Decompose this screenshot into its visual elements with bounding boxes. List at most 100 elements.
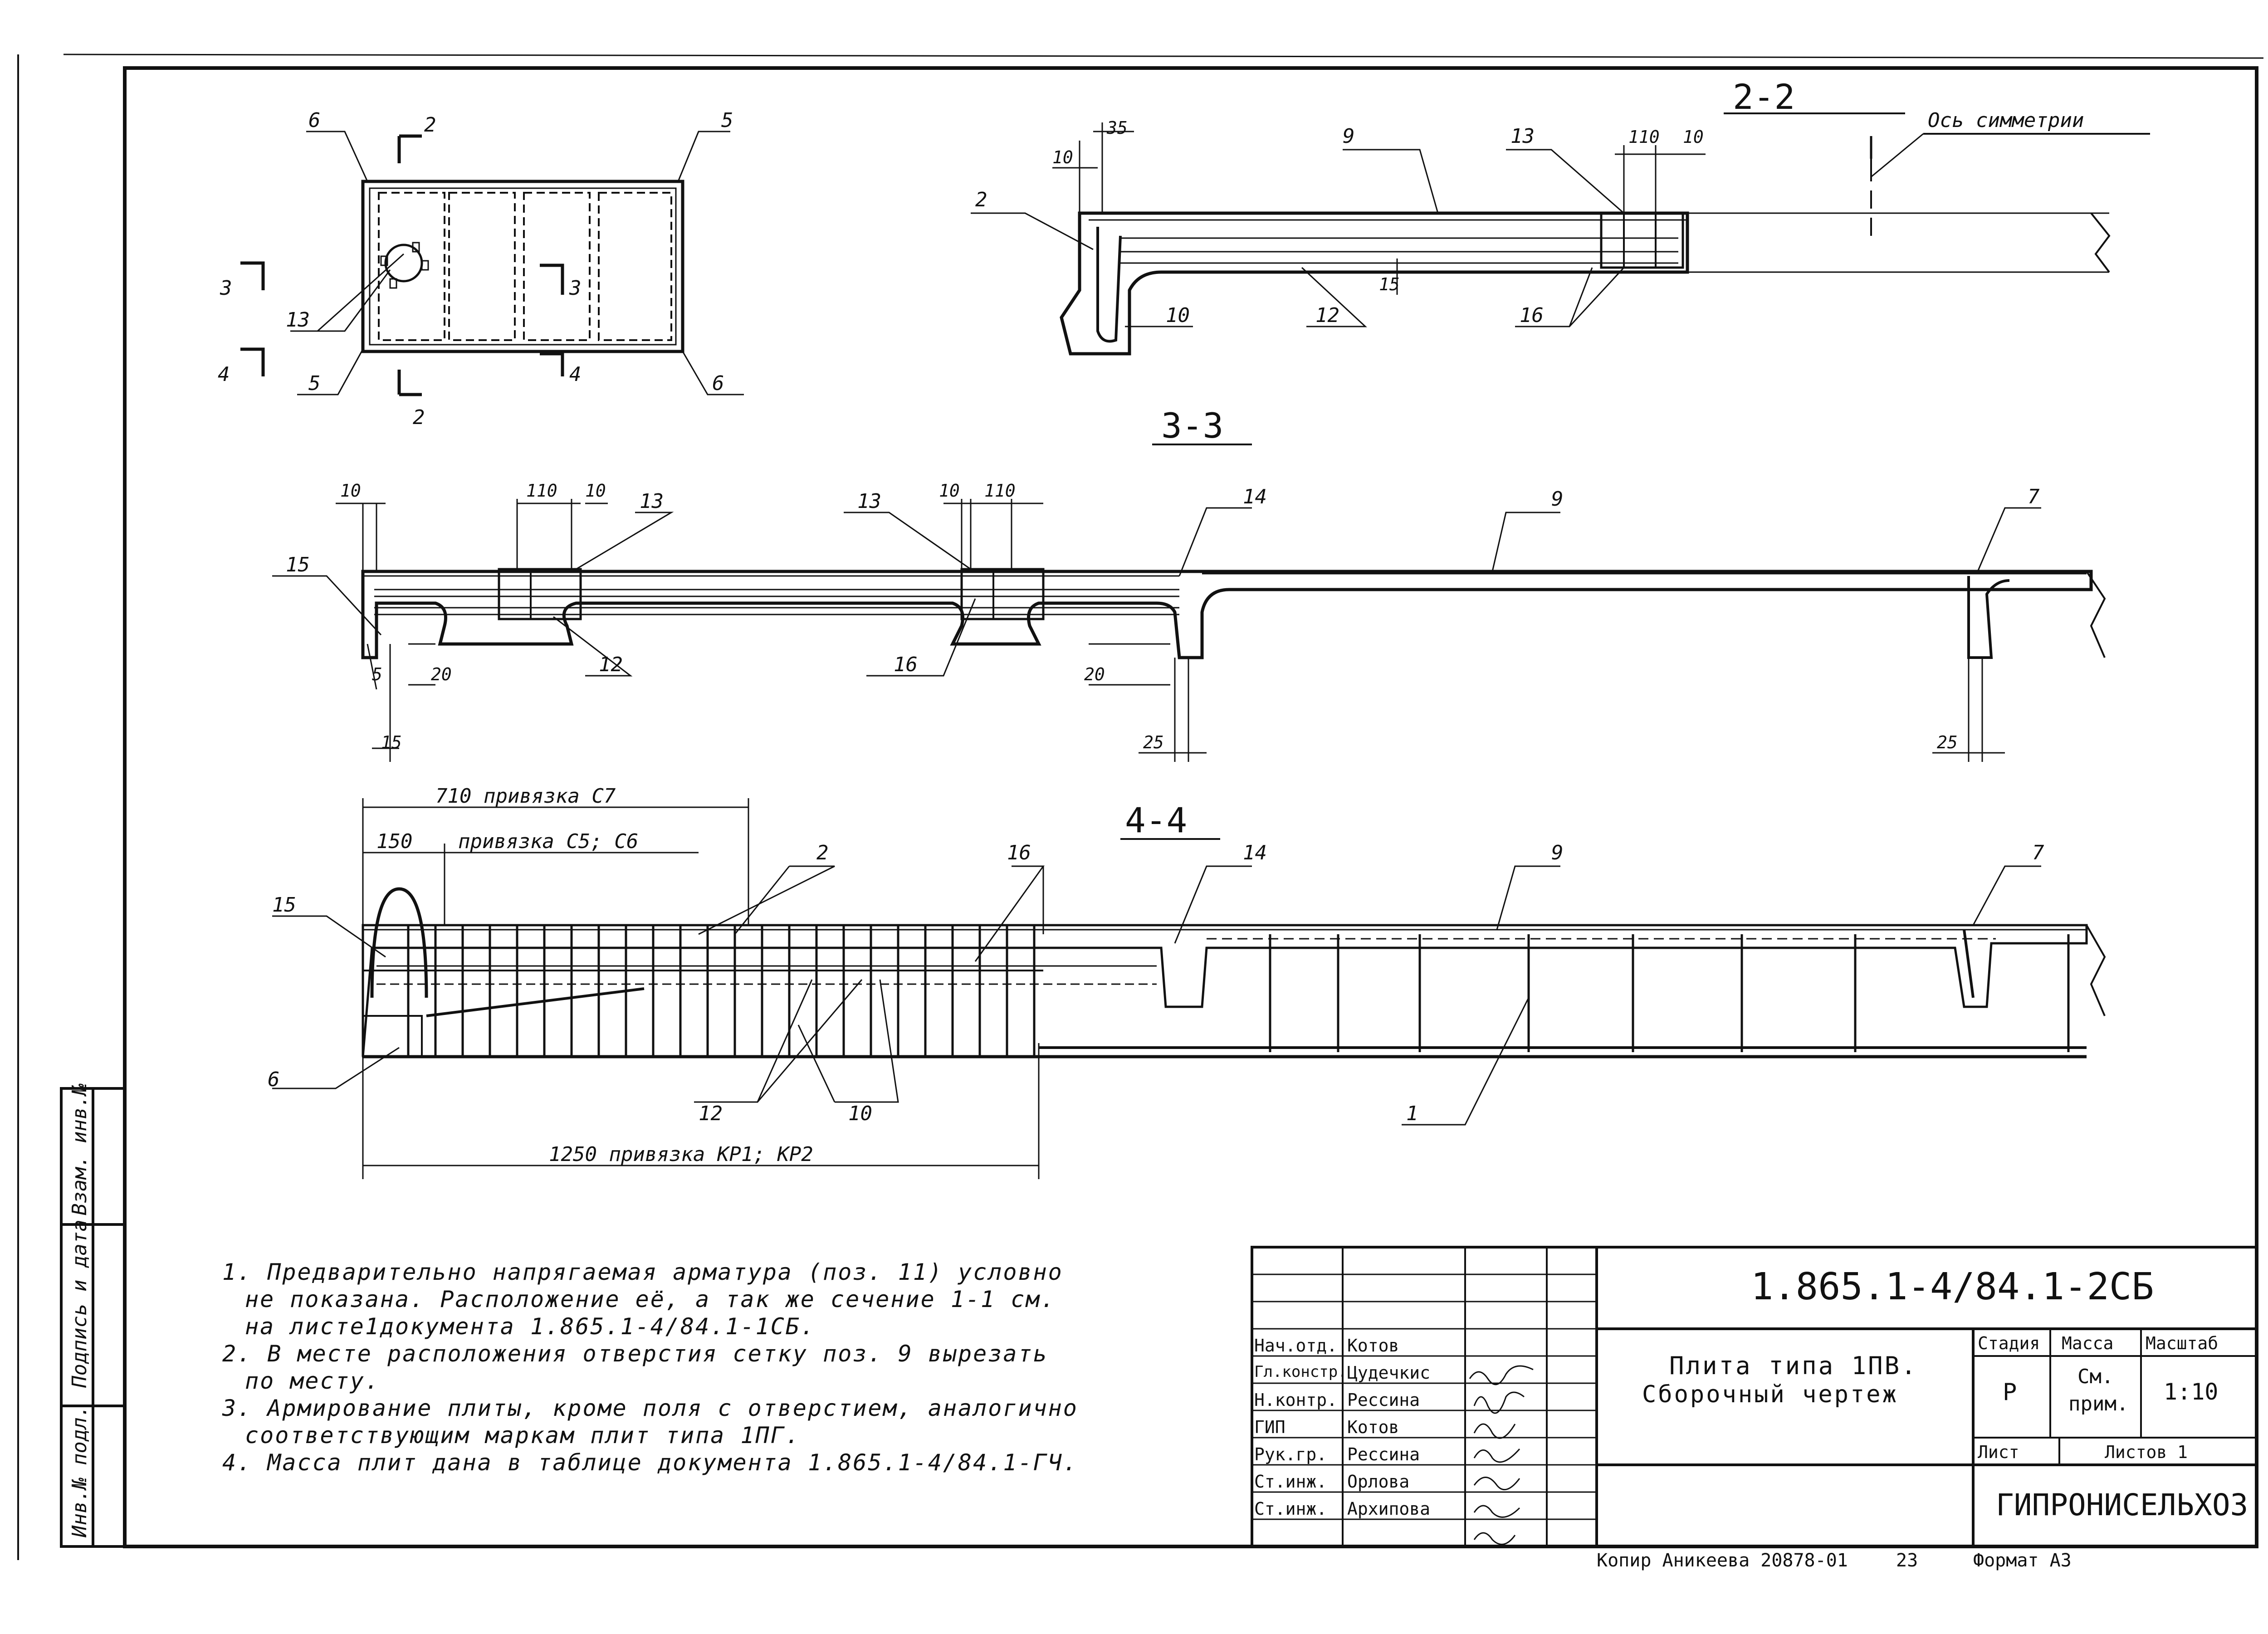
s44-callout-16: 16: [1007, 841, 1031, 864]
s44-dim-710: 710 привязка С7: [435, 785, 616, 808]
s33-callout-16: 16: [894, 653, 918, 676]
note-line: не показана. Расположение её, а так же с…: [245, 1286, 1056, 1312]
s44-dim-1250: 1250 привязка КР1; КР2: [549, 1143, 813, 1166]
stamp-vzam: Взам. инв.№: [68, 1083, 91, 1215]
footer-page: 23: [1896, 1550, 1918, 1571]
plan-callout-13: 13: [286, 308, 310, 332]
s33-callout-13a: 13: [640, 490, 664, 513]
s33-dim-25b: 25: [1937, 732, 1958, 752]
s22-callout-10: 10: [1166, 304, 1190, 327]
s22-dim-10b: 10: [1683, 127, 1704, 147]
stamp-podpis: Подпись и дата: [68, 1219, 91, 1388]
s33-dim-110a: 110: [526, 481, 557, 501]
title-line-2: Сборочный чертеж: [1642, 1381, 1898, 1408]
title-line-1: Плита типа 1ПВ.: [1669, 1351, 1918, 1380]
sheets-header: Листов 1: [2105, 1442, 2188, 1462]
role-cell: ГИП: [1254, 1417, 1286, 1437]
name-cell: Рессина: [1347, 1390, 1420, 1410]
s33-callout-12: 12: [599, 653, 623, 676]
plan-callout-5-bottom: 5: [308, 372, 321, 395]
organization-name: ГИПРОНИСЕЛЬХОЗ: [1996, 1488, 2248, 1522]
s33-dim-10a: 10: [340, 481, 361, 501]
s44-callout-2: 2: [816, 841, 829, 864]
footer-copy: Копир Аникеева 20878-01: [1597, 1550, 1848, 1571]
plan-callout-5-top: 5: [721, 109, 733, 132]
s22-callout-9: 9: [1343, 125, 1355, 148]
s44-callout-15: 15: [272, 893, 296, 917]
sheet-header: Лист: [1978, 1442, 2019, 1462]
symmetry-axis-label: Ось симметрии: [1928, 109, 2084, 132]
role-cell: Нач.отд.: [1254, 1336, 1338, 1356]
s33-callout-15: 15: [286, 553, 310, 576]
s33-dim-10b: 10: [585, 481, 606, 501]
s44-callout-6: 6: [268, 1068, 280, 1091]
scale-header: Масштаб: [2146, 1333, 2219, 1353]
s22-callout-2: 2: [975, 188, 987, 211]
s33-callout-7: 7: [2028, 485, 2040, 508]
s44-dim-150: 150: [376, 830, 412, 853]
plan-section-mark-4-mid: 4: [569, 363, 582, 386]
s22-callout-16: 16: [1520, 304, 1544, 327]
s44-callout-12: 12: [699, 1102, 723, 1125]
s33-callout-9: 9: [1551, 488, 1564, 511]
note-line: соответствующим маркам плит типа 1ПГ.: [245, 1422, 801, 1449]
mass-value-2: прим.: [2068, 1392, 2129, 1415]
role-cell: Гл.констр.: [1254, 1363, 1347, 1381]
s22-callout-12: 12: [1315, 304, 1339, 327]
s33-dim-20a: 20: [431, 664, 452, 684]
stage-value: Р: [2003, 1379, 2017, 1406]
role-cell: Ст.инж.: [1254, 1499, 1327, 1519]
s22-dim-10: 10: [1052, 147, 1073, 167]
section-4-4: [272, 798, 2106, 1179]
plan-section-mark-2-bottom: 2: [413, 406, 425, 429]
s33-dim-20b: 20: [1084, 664, 1105, 684]
s22-callout-13: 13: [1510, 125, 1535, 148]
plan-callout-6-bottom: 6: [712, 372, 724, 395]
signatures: [1469, 1365, 1534, 1545]
doc-code: 1.865.1-4/84.1-2СБ: [1751, 1265, 2154, 1308]
section-title-4-4: 4-4: [1125, 800, 1187, 840]
plan-section-mark-2-top: 2: [424, 113, 436, 137]
role-cell: Рук.гр.: [1254, 1444, 1327, 1464]
s33-dim-110b: 110: [984, 481, 1016, 501]
mass-header: Масса: [2062, 1333, 2114, 1353]
role-cell: Н.контр.: [1254, 1390, 1338, 1410]
section-3-3: [272, 444, 2106, 762]
notes-block: 1. Предварительно напрягаемая арматура (…: [222, 1258, 1220, 1476]
name-cell: Котов: [1347, 1417, 1399, 1437]
section-title-3-3: 3-3: [1161, 405, 1223, 446]
s33-dim-25a: 25: [1143, 732, 1164, 752]
s44-binding-c5-c6: привязка С5; С6: [458, 830, 638, 853]
s22-dim-35: 35: [1106, 118, 1128, 138]
s22-dim-110: 110: [1628, 127, 1660, 147]
note-line: на листе1документа 1.865.1-4/84.1-1СБ.: [245, 1313, 816, 1340]
s44-callout-9: 9: [1551, 841, 1564, 864]
title-block-grid: [1251, 1246, 2258, 1548]
s44-callout-10: 10: [848, 1102, 872, 1125]
name-cell: Цудечкис: [1347, 1363, 1431, 1383]
role-cell: Ст.инж.: [1254, 1472, 1327, 1492]
stage-header: Стадия: [1978, 1333, 2040, 1353]
note-line: 4. Масса плит дана в таблице документа 1…: [222, 1449, 1078, 1476]
name-cell: Архипова: [1347, 1499, 1431, 1519]
scale-value: 1:10: [2164, 1379, 2219, 1405]
s44-callout-1: 1: [1406, 1102, 1418, 1125]
note-line: 2. В месте расположения отверстия сетку …: [222, 1341, 1048, 1367]
name-cell: Котов: [1347, 1336, 1399, 1356]
note-line: по месту.: [245, 1368, 380, 1394]
plan-section-mark-4-left: 4: [218, 363, 230, 386]
plan-view: [240, 131, 744, 396]
section-2-2: [971, 112, 2150, 356]
s33-dim-15: 15: [381, 732, 402, 752]
mass-value-1: См.: [2077, 1365, 2114, 1388]
s22-dim-15: 15: [1379, 274, 1400, 294]
sheet-frame: [123, 66, 2258, 1548]
name-cell: Рессина: [1347, 1444, 1420, 1464]
plan-section-mark-3-left: 3: [220, 277, 232, 300]
note-line: 1. Предварительно напрягаемая арматура (…: [222, 1259, 1063, 1285]
s33-callout-14: 14: [1243, 485, 1267, 508]
s44-callout-14: 14: [1243, 841, 1267, 864]
plan-callout-6-top: 6: [308, 109, 321, 132]
stamp-inv-podl: Инв.№ подл.: [68, 1405, 91, 1538]
